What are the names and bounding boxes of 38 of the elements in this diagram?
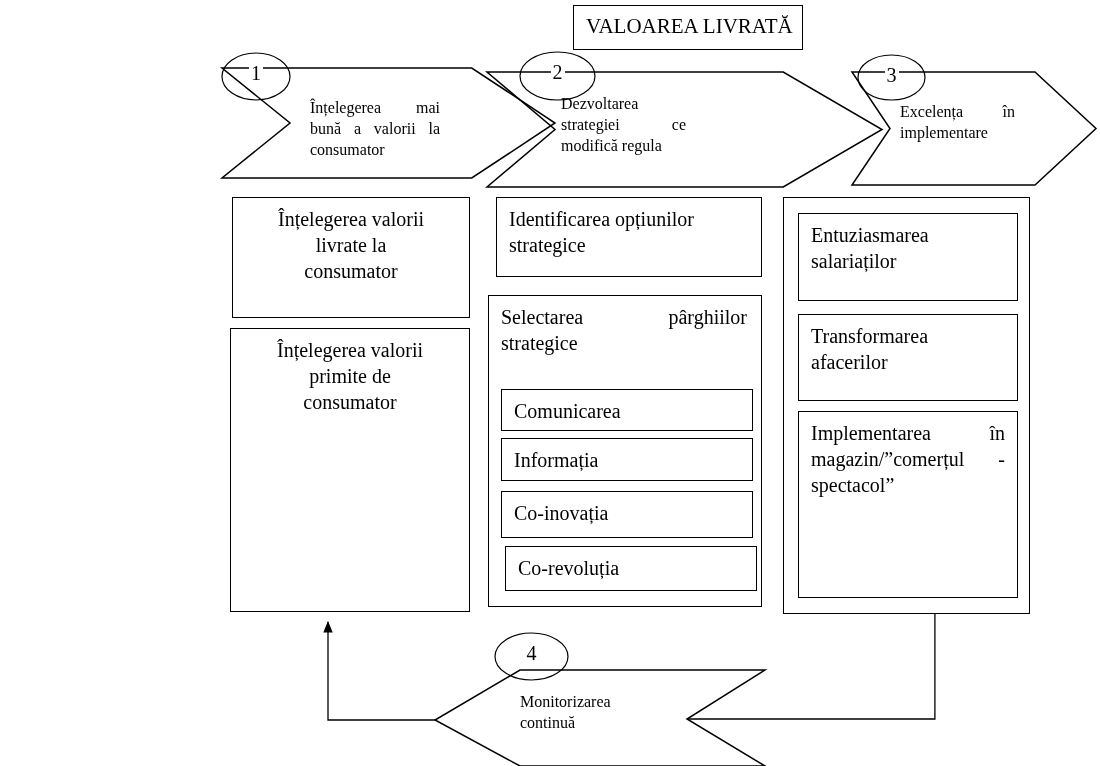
step-label: Excelența în implementare [900,102,1015,144]
text-box [501,438,753,481]
step-number-ellipse [858,55,925,100]
text-box [783,197,1030,614]
box-label: Înțelegerea valorii primite de consumator [276,338,424,415]
step-number: 2 [550,62,565,82]
chevron-step [435,670,765,766]
text-box [501,389,753,431]
text-box [798,314,1018,401]
box-label: Transformarea afacerilor [811,324,929,375]
step-number: 4 [524,643,539,663]
box-label: Comunicarea [514,399,622,424]
step-label: Înțelegerea mai bună a valorii la consumator [310,98,440,160]
box-label: Informația [514,448,600,473]
text-box [798,213,1018,301]
step-number: 1 [249,63,263,83]
text-box [230,328,470,612]
title-box: VALOAREA LIVRATĂ [573,5,803,50]
chevron-step [222,68,555,178]
box-label: Co-inovația [514,501,610,526]
text-box [488,295,762,607]
box-label: Implementarea în magazin/”comerțul -spectacol” [811,421,1005,498]
text-box [505,546,757,591]
step-number-ellipse [222,53,290,100]
step-label: Dezvoltarea strategiei ce modifică regula [561,94,686,157]
box-label: Co-revoluția [518,556,621,581]
text-box [232,197,470,318]
box-label: Înțelegerea valorii livrate la consumator [277,207,425,284]
box-label: Identificarea opțiunilor strategice [509,207,695,258]
step-number-ellipse [495,633,568,680]
text-box [496,197,762,277]
box-label: Selectarea pârghiilor strategice [501,305,747,356]
step-number: 3 [884,65,899,85]
connector-arrow [323,620,436,721]
text-box [501,491,753,538]
text-box [798,411,1018,598]
step-label: Monitorizarea continuă [520,692,612,733]
box-label: Entuziasmarea salariaților [811,223,930,274]
